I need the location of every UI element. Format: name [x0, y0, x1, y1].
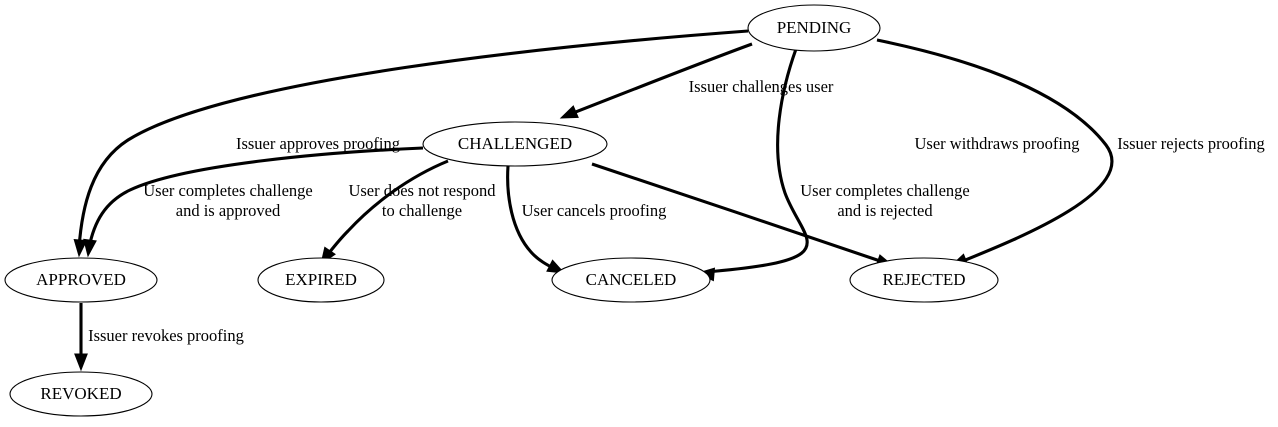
edge-label-pending-rejected: Issuer rejects proofing: [1117, 134, 1265, 153]
edge-challenged-canceled: [506, 165, 566, 274]
state-node-label-canceled: CANCELED: [586, 270, 677, 289]
edge-path-pending-approved: [77, 29, 749, 249]
state-node-shape-rejected: [849, 257, 999, 303]
edge-approved-revoked: [74, 303, 88, 372]
edge-label-line: and is approved: [176, 201, 281, 220]
state-node-label-approved: APPROVED: [36, 270, 126, 289]
state-node-label-revoked: REVOKED: [40, 384, 121, 403]
edge-pending-rejected: [876, 38, 1114, 267]
edge-label-line: Issuer rejects proofing: [1117, 134, 1265, 153]
edge-label-line: Issuer challenges user: [689, 77, 834, 96]
edge-label-approved-revoked: Issuer revokes proofing: [88, 326, 244, 345]
state-node-label-challenged: CHALLENGED: [458, 134, 572, 153]
edge-path-challenged-canceled: [506, 165, 558, 272]
edge-arrowhead-pending-challenged: [559, 105, 579, 119]
edge-path-pending-canceled: [705, 48, 809, 274]
state-node-revoked[interactable]: REVOKED: [9, 371, 153, 417]
state-node-challenged[interactable]: CHALLENGED: [422, 121, 608, 167]
state-node-canceled[interactable]: CANCELED: [551, 257, 711, 303]
state-node-shape-revoked: [9, 371, 153, 417]
state-node-expired[interactable]: EXPIRED: [257, 257, 385, 303]
edge-label-line: User completes challenge: [800, 181, 970, 200]
edge-label-line: Issuer approves proofing: [236, 134, 400, 153]
edge-path-challenged-rejected: [591, 162, 887, 265]
edge-arrowhead-pending-approved: [73, 238, 88, 258]
edge-label-pending-challenged: Issuer challenges user: [689, 77, 834, 96]
edge-label-pending-approved: Issuer approves proofing: [236, 134, 400, 153]
edge-label-pending-canceled: User withdraws proofing: [915, 134, 1080, 153]
state-node-rejected[interactable]: REJECTED: [849, 257, 999, 303]
state-node-label-pending: PENDING: [777, 18, 852, 37]
edge-label-line: User does not respond: [348, 181, 496, 200]
edge-pending-approved: [73, 29, 749, 258]
edge-label-line: User withdraws proofing: [915, 134, 1080, 153]
edge-path-challenged-expired: [323, 159, 449, 259]
state-node-shape-expired: [257, 257, 385, 303]
edge-label-line: User cancels proofing: [522, 201, 667, 220]
edge-path-pending-rejected: [876, 38, 1114, 265]
edge-label-line: to challenge: [382, 201, 462, 220]
state-node-approved[interactable]: APPROVED: [4, 257, 158, 303]
nodes-layer: PENDING CHALLENGED APPROVED EXPIRED CANCELED…: [4, 4, 999, 417]
edge-challenged-approved: [83, 146, 424, 258]
edge-label-challenged-canceled: User cancels proofing: [522, 201, 667, 220]
edge-arrowhead-approved-revoked: [74, 353, 88, 372]
state-node-shape-approved: [4, 257, 158, 303]
edge-arrowhead-challenged-approved: [83, 238, 97, 258]
edge-label-line: Issuer revokes proofing: [88, 326, 244, 345]
edge-label-line: User completes challenge: [143, 181, 313, 200]
edge-label-line: and is rejected: [837, 201, 933, 220]
state-node-shape-challenged: [422, 121, 608, 167]
edge-pending-challenged: [559, 42, 753, 119]
edge-path-pending-challenged: [567, 42, 753, 117]
state-node-label-expired: EXPIRED: [285, 270, 357, 289]
state-node-label-rejected: REJECTED: [882, 270, 965, 289]
state-node-shape-canceled: [551, 257, 711, 303]
state-node-pending[interactable]: PENDING: [747, 4, 881, 52]
edge-path-challenged-approved: [87, 146, 424, 249]
state-node-shape-pending: [747, 4, 881, 52]
